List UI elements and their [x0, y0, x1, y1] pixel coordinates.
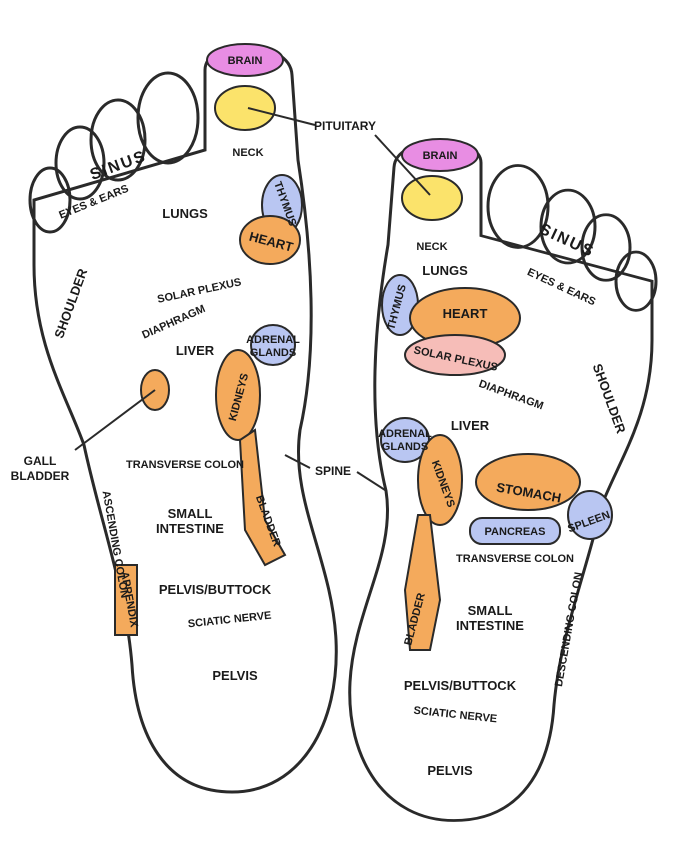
right-transverse-colon-label: TRANSVERSE COLON: [456, 553, 574, 565]
left-adrenal-label-1: ADRENAL: [246, 334, 300, 346]
left-diaphragm-label: DIAPHRAGM: [140, 303, 207, 342]
right-descending-colon-label: DESCENDING COLON: [553, 571, 585, 687]
right-adrenal-label-1: ADRENAL: [378, 428, 432, 440]
right-neck-label: NECK: [416, 241, 447, 253]
left-liver-label: LIVER: [176, 343, 215, 358]
left-solar-plexus-label: SOLAR PLEXUS: [156, 276, 242, 306]
right-small-intestine-label-1: SMALL: [468, 603, 513, 618]
left-neck-label: NECK: [232, 147, 263, 159]
callouts: PITUITARY GALL BLADDER SPINE: [11, 107, 431, 491]
right-pelvis-label: PELVIS: [427, 763, 473, 778]
left-pelvis-label: PELVIS: [212, 668, 258, 683]
spine-label: SPINE: [315, 464, 351, 478]
pituitary-label: PITUITARY: [314, 119, 376, 133]
left-shoulder-label: SHOULDER: [51, 266, 90, 340]
left-foot: BRAIN NECK SINUS EYES & EARS LUNGS THYMU…: [0, 0, 360, 800]
left-pelvis-buttock-label: PELVIS/BUTTOCK: [159, 582, 272, 597]
left-sinus-label: SINUS: [88, 148, 149, 184]
right-heart-label: HEART: [443, 306, 488, 321]
right-diaphragm-label: DIAPHRAGM: [477, 378, 545, 412]
gall-bladder-label-2: BLADDER: [11, 469, 70, 483]
right-liver-label: LIVER: [451, 418, 490, 433]
left-adrenal-label-2: GLANDS: [250, 347, 296, 359]
gall-bladder-label-1: GALL: [24, 454, 57, 468]
right-eyes-ears-label: EYES & EARS: [525, 266, 597, 308]
left-brain-label: BRAIN: [228, 55, 263, 67]
right-pelvis-buttock-label: PELVIS/BUTTOCK: [404, 678, 517, 693]
right-pancreas-label: PANCREAS: [485, 526, 546, 538]
left-small-intestine-label-2: INTESTINE: [156, 521, 224, 536]
right-shoulder-label: SHOULDER: [590, 362, 629, 436]
right-foot: BRAIN NECK SINUS EYES & EARS LUNGS THYMU…: [326, 99, 680, 828]
right-small-intestine-label-2: INTESTINE: [456, 618, 524, 633]
left-small-intestine-label-1: SMALL: [168, 506, 213, 521]
right-sciatic-nerve-label: SCIATIC NERVE: [413, 705, 498, 726]
left-sciatic-nerve-label: SCIATIC NERVE: [187, 610, 272, 631]
left-transverse-colon-label: TRANSVERSE COLON: [126, 459, 244, 471]
right-lungs-label: LUNGS: [422, 263, 468, 278]
right-brain-label: BRAIN: [423, 150, 458, 162]
left-lungs-label: LUNGS: [162, 206, 208, 221]
right-adrenal-label-2: GLANDS: [382, 441, 428, 453]
